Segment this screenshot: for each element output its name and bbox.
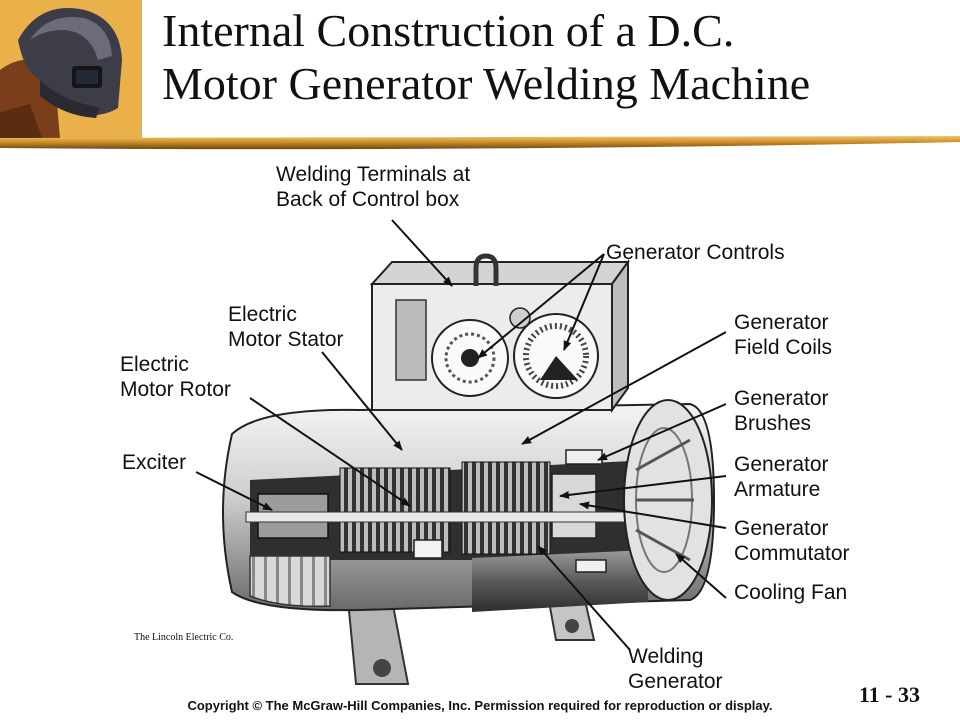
- label-welding-terminals: Welding Terminals at Back of Control box: [276, 162, 470, 212]
- title-line-2: Motor Generator Welding Machine: [162, 58, 811, 109]
- title-line-1: Internal Construction of a D.C.: [162, 5, 735, 56]
- header-rule: [0, 136, 960, 150]
- label-line: Back of Control box: [276, 188, 460, 211]
- machine-illustration: [195, 219, 727, 685]
- label-line: Generator: [734, 453, 829, 476]
- label-cooling-fan: Cooling Fan: [734, 580, 847, 605]
- label-line: Generator: [734, 311, 829, 334]
- label-line: Cooling Fan: [734, 581, 848, 604]
- label-line: Motor Stator: [228, 328, 344, 351]
- label-line: Motor Rotor: [120, 378, 231, 401]
- label-line: Commutator: [734, 542, 850, 565]
- label-generator-brushes: Generator Brushes: [734, 386, 829, 436]
- slide-title: Internal Construction of a D.C. Motor Ge…: [162, 4, 810, 110]
- image-credit: The Lincoln Electric Co.: [134, 632, 234, 643]
- label-line: Exciter: [122, 451, 187, 474]
- label-line: Generator: [734, 517, 829, 540]
- machine-body: [222, 399, 716, 685]
- slide-header: Internal Construction of a D.C. Motor Ge…: [0, 0, 960, 140]
- label-line: Generator Controls: [606, 241, 785, 264]
- label-generator-field-coils: Generator Field Coils: [734, 310, 832, 360]
- label-welding-generator: Welding Generator: [628, 644, 723, 694]
- label-line: Welding: [628, 645, 704, 668]
- callout-arrows: [195, 219, 727, 651]
- label-line: Electric: [120, 353, 189, 376]
- label-line: Welding Terminals at: [276, 163, 471, 186]
- label-generator-controls: Generator Controls: [606, 240, 785, 265]
- label-electric-motor-stator: Electric Motor Stator: [228, 302, 344, 352]
- label-exciter: Exciter: [122, 450, 186, 475]
- welder-helmet-icon: [0, 0, 142, 138]
- control-box: [369, 253, 630, 414]
- slide-number: 11 - 33: [858, 682, 920, 707]
- label-line: Generator: [628, 670, 723, 693]
- label-line: Electric: [228, 303, 297, 326]
- label-generator-armature: Generator Armature: [734, 452, 829, 502]
- label-electric-motor-rotor: Electric Motor Rotor: [120, 352, 231, 402]
- copyright-notice: Copyright © The McGraw-Hill Companies, I…: [187, 698, 773, 713]
- label-line: Field Coils: [734, 336, 833, 359]
- label-line: Armature: [734, 478, 821, 501]
- welder-logo: [0, 0, 142, 138]
- label-line: Generator: [734, 387, 829, 410]
- label-line: Brushes: [734, 412, 812, 435]
- label-generator-commutator: Generator Commutator: [734, 516, 850, 566]
